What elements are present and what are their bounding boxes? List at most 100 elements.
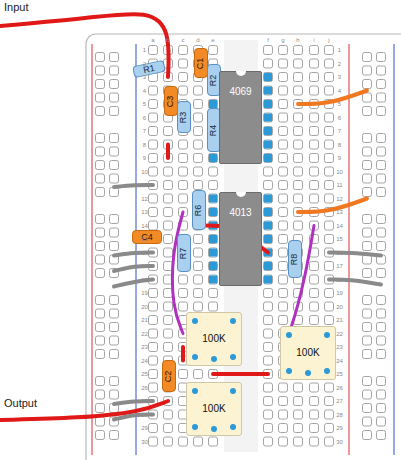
breadboard-hole [310,316,319,325]
row-number: 16 [140,250,149,256]
rail-hole [96,242,105,251]
rail-hole [377,228,386,237]
breadboard-hole [294,154,303,163]
value-label: 100K [202,404,225,414]
row-number: 12 [140,196,149,202]
row-number: 23 [140,344,149,350]
breadboard-hole [325,221,334,230]
row-number: 11 [335,182,344,188]
breadboard-hole [194,113,203,122]
rail-hole [377,174,386,183]
breadboard-hole [279,140,288,149]
breadboard-hole [294,127,303,136]
ic-pin [264,208,272,216]
breadboard-hole [264,329,273,338]
rail-hole [110,323,119,332]
part-label: R6 [194,204,203,216]
breadboard-hole [164,221,173,230]
chip-label: 4013 [229,208,251,218]
breadboard-hole [164,343,173,352]
ic-pin [264,100,272,108]
column-letter: f [265,37,271,43]
rail-hole [377,80,386,89]
rail-hole [377,350,386,359]
breadboard-hole [194,127,203,136]
breadboard-hole [294,410,303,419]
rail-hole [377,147,386,156]
row-number: 24 [140,358,149,364]
rail-hole [377,309,386,318]
breadboard-hole [149,316,158,325]
power-rail-line [394,44,395,455]
row-number: 17 [335,263,344,269]
breadboard-hole [179,167,188,176]
row-number: 19 [335,290,344,296]
breadboard-hole [179,194,188,203]
breadboard-hole [279,289,288,298]
resistor: R7 [177,234,191,272]
breadboard-hole [279,221,288,230]
row-number: 2 [335,61,344,67]
breadboard-hole [149,356,158,365]
resistor: R8 [288,240,302,278]
rail-hole [96,161,105,170]
row-number: 3 [140,74,149,80]
breadboard-hole [279,181,288,190]
breadboard-hole [164,235,173,244]
breadboard-hole [149,370,158,379]
capacitor: C2 [162,360,176,392]
chip-label: 4069 [229,87,251,97]
rail-hole [110,80,119,89]
column-letter: g [280,37,286,43]
breadboard-hole [164,194,173,203]
rail-hole [96,255,105,264]
breadboard-hole [264,140,273,149]
breadboard-hole [325,397,334,406]
breadboard-hole [325,194,334,203]
breadboard-hole [264,46,273,55]
breadboard-hole [264,289,273,298]
breadboard-hole [310,383,319,392]
value-label: 100K [202,334,225,344]
part-label: R7 [179,247,188,259]
rail-hole [363,242,372,251]
rail-hole [377,377,386,386]
jumper-wire [181,347,185,361]
ic-pin [209,100,217,108]
breadboard-hole [149,383,158,392]
pot-terminal [324,368,330,374]
ic-pin [209,195,217,203]
rail-hole [363,93,372,102]
rail-hole [363,228,372,237]
breadboard-hole [325,424,334,433]
row-number: 2 [140,61,149,67]
row-number: 6 [140,115,149,121]
breadboard-hole [149,46,158,55]
row-number: 18 [140,277,149,283]
capacitor: C3 [164,86,178,116]
rail-hole [110,174,119,183]
breadboard-hole [194,275,203,284]
ic-notch [236,192,246,197]
breadboard-hole [294,383,303,392]
breadboard-hole [194,140,203,149]
rail-hole [363,336,372,345]
breadboard-hole [149,127,158,136]
breadboard-hole [325,410,334,419]
breadboard-hole [209,437,218,446]
rail-hole [96,80,105,89]
breadboard-hole [264,167,273,176]
breadboard-hole [179,86,188,95]
breadboard-hole [279,248,288,257]
rail-hole [377,431,386,440]
breadboard-hole [164,181,173,190]
rail-hole [377,296,386,305]
breadboard-hole [264,208,273,217]
row-number: 26 [335,385,344,391]
rail-hole [96,269,105,278]
breadboard-hole [279,86,288,95]
ic-pin [264,114,272,122]
breadboard-hole [310,262,319,271]
rail-hole [110,66,119,75]
column-letter: b [165,37,171,43]
